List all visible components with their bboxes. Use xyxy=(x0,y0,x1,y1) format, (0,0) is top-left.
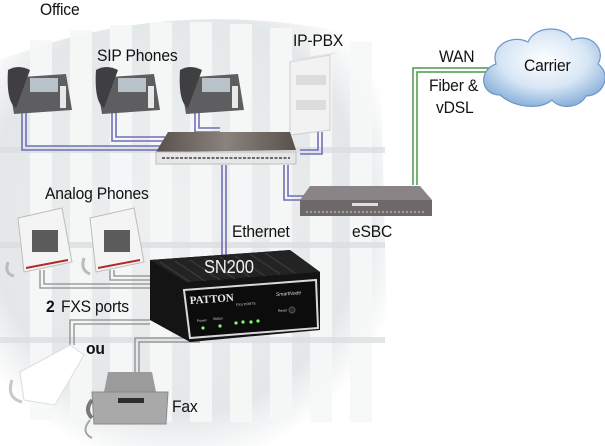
ethernet-label: Ethernet xyxy=(232,222,290,241)
fax-label: Fax xyxy=(172,397,198,416)
ip-pbx-label: IP-PBX xyxy=(293,31,344,50)
sn200-device xyxy=(150,250,320,342)
wan-line xyxy=(412,67,505,185)
vdsl-label: vDSL xyxy=(436,98,474,117)
analog-phones-label: Analog Phones xyxy=(45,184,149,203)
analog-phone-2 xyxy=(81,207,145,276)
sn200-power-label: Power xyxy=(197,318,208,323)
fxs-ports-label: FXS ports xyxy=(61,297,129,316)
analog-cables xyxy=(39,270,200,375)
sip-phone-1 xyxy=(7,67,72,114)
sn200-product-text: SmartNode xyxy=(276,290,302,298)
fax-machine xyxy=(84,372,169,439)
sip-phones-label: SIP Phones xyxy=(97,46,178,65)
esbc-device xyxy=(300,186,432,216)
alternate-phone-card xyxy=(8,344,85,406)
sn200-status-label: Status xyxy=(213,316,223,321)
fxs-count-label: 2 xyxy=(46,297,55,316)
sip-phone-2 xyxy=(95,67,160,114)
ip-pbx-rack xyxy=(289,52,340,136)
ou-label: ou xyxy=(86,339,105,358)
sn200-label: SN200 xyxy=(204,257,254,277)
analog-phone-1 xyxy=(5,207,73,278)
sip-phone-3 xyxy=(179,67,244,114)
sn200-reset-label: Reset xyxy=(278,308,287,313)
sn200-fxs-caption: FXS PORTS xyxy=(236,302,257,307)
carrier-label: Carrier xyxy=(524,56,571,75)
office-label: Office xyxy=(40,0,80,19)
carrier-cloud xyxy=(483,28,605,107)
fiber-label: Fiber & xyxy=(429,76,479,95)
esbc-label: eSBC xyxy=(352,222,393,241)
wan-label: WAN xyxy=(439,47,475,66)
sn200-brand-text: PATTON xyxy=(189,292,234,307)
network-switch xyxy=(155,132,297,165)
